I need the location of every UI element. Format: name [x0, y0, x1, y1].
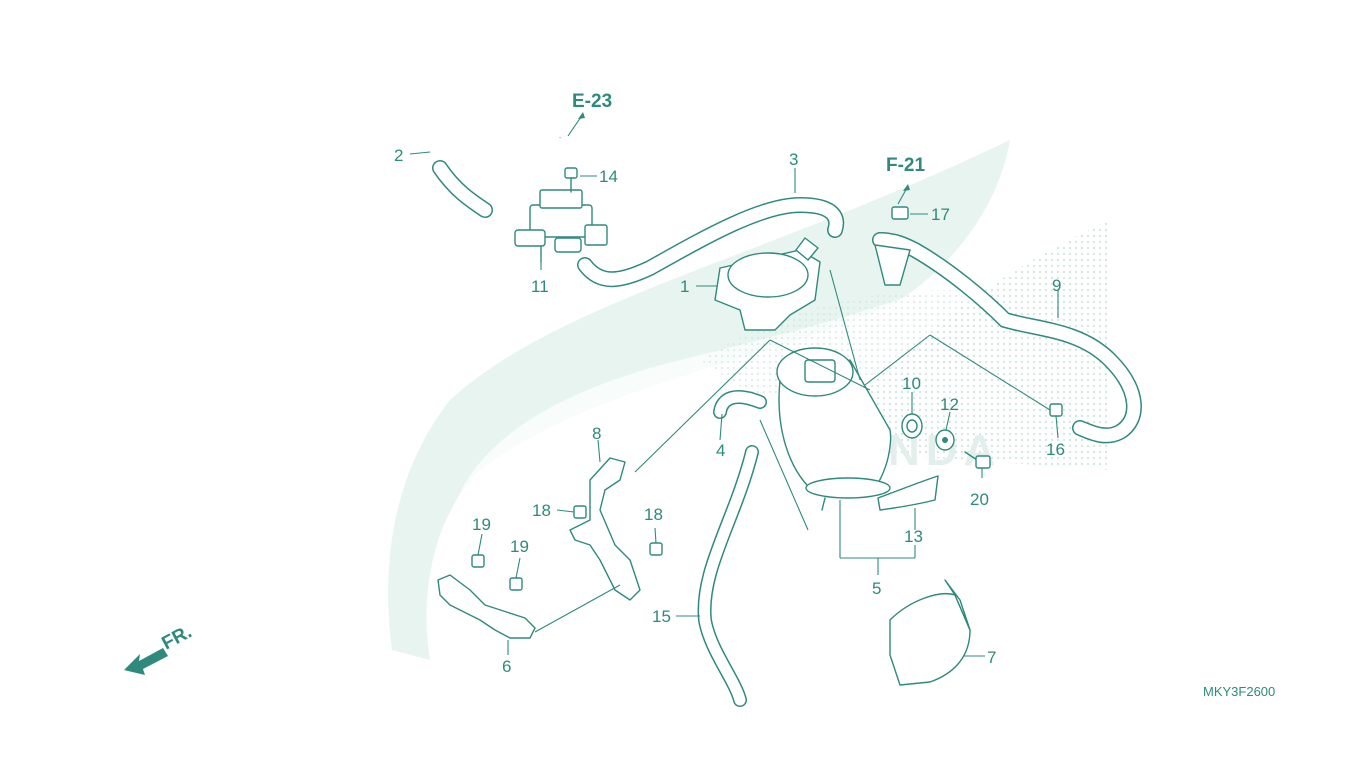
part-19-bolts[interactable]: [471, 554, 523, 591]
ref-label-e23[interactable]: E-23: [572, 91, 612, 112]
part-13-pad[interactable]: [877, 475, 939, 511]
part-12-washer[interactable]: [935, 429, 955, 451]
part-3-hose[interactable]: [577, 196, 845, 288]
diagram-code: MKY3F2600: [1203, 684, 1275, 699]
part-5-canister[interactable]: [776, 347, 892, 511]
callout-12: 12: [940, 395, 959, 414]
callout-8: 8: [592, 424, 601, 443]
callout-17: 17: [931, 205, 950, 224]
callout-5: 5: [872, 579, 881, 598]
part-18-bolts[interactable]: [573, 505, 663, 556]
part-2-hose[interactable]: [428, 135, 567, 218]
callout-1: 1: [680, 277, 689, 296]
leader-lines: [409, 151, 1059, 657]
callout-7: 7: [987, 648, 996, 667]
part-11-solenoid-valve[interactable]: [514, 189, 608, 263]
part-1-band-bracket[interactable]: [714, 237, 821, 331]
callout-10: 10: [902, 374, 921, 393]
part-4-elbow-hose[interactable]: [713, 390, 767, 419]
part-6-bracket[interactable]: [437, 574, 536, 639]
front-direction-arrow: FR.: [124, 622, 195, 675]
callout-19a: 19: [472, 515, 491, 534]
part-20-bolt[interactable]: [964, 451, 991, 469]
part-8-bracket[interactable]: [569, 457, 641, 601]
callout-18b: 18: [644, 505, 663, 524]
callout-9: 9: [1052, 276, 1061, 295]
callout-6: 6: [502, 657, 511, 676]
callout-19b: 19: [510, 537, 529, 556]
callout-16: 16: [1046, 440, 1065, 459]
callout-2: 2: [394, 146, 403, 165]
callout-15: 15: [652, 607, 671, 626]
part-9-hose[interactable]: [872, 232, 1142, 444]
reference-arrows: [567, 112, 910, 205]
callout-3: 3: [789, 150, 798, 169]
callout-18a: 18: [532, 501, 551, 520]
callout-13: 13: [904, 527, 923, 546]
callout-14: 14: [599, 167, 618, 186]
part-17-clip[interactable]: [891, 206, 928, 220]
ref-label-f21[interactable]: F-21: [886, 155, 926, 176]
callout-11: 11: [531, 277, 549, 296]
front-label: FR.: [158, 622, 195, 655]
part-15-hose[interactable]: [697, 445, 759, 707]
part-14-bolt[interactable]: [564, 167, 597, 193]
part-16-clip[interactable]: [1049, 403, 1063, 417]
callout-20: 20: [970, 490, 989, 509]
callout-4: 4: [716, 441, 725, 460]
part-10-grommet[interactable]: [901, 413, 923, 439]
part-7-cover[interactable]: [889, 579, 971, 686]
